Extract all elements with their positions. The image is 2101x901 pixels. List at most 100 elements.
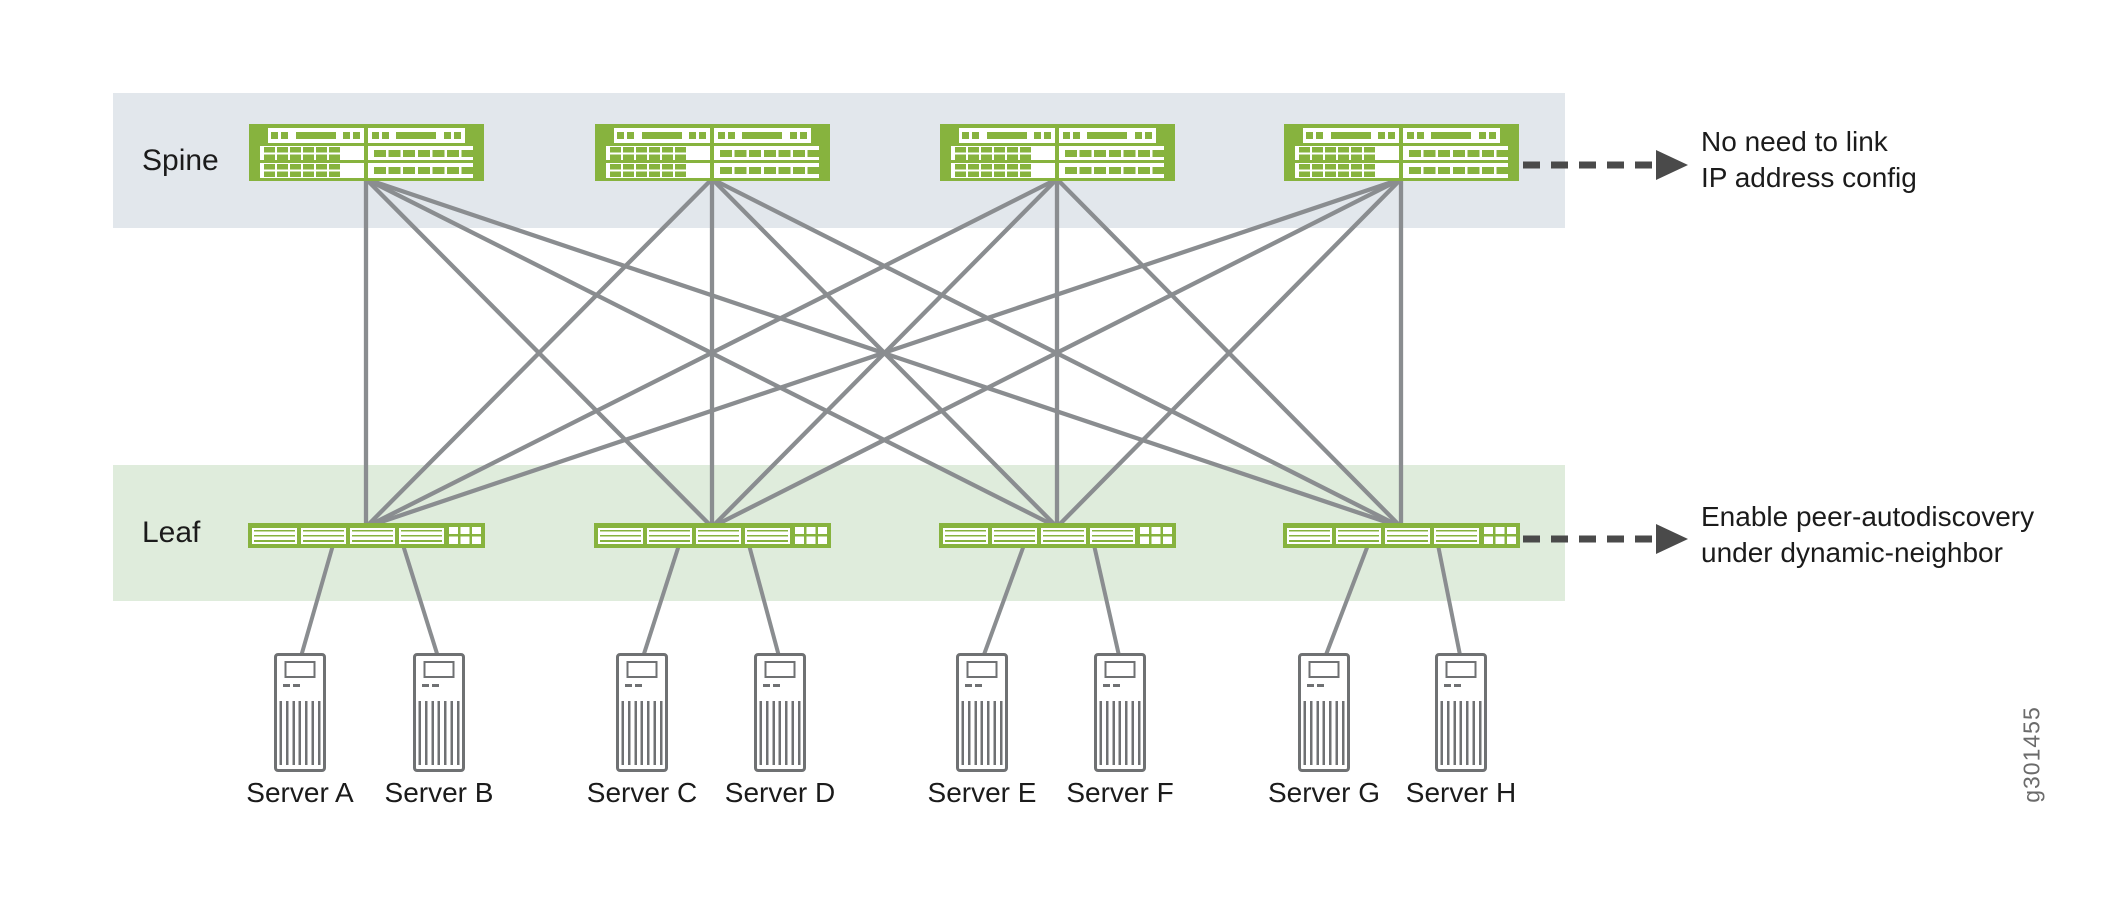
server-led — [1103, 684, 1110, 687]
leaf-port-group — [646, 527, 692, 544]
leaf-server-link — [980, 544, 1026, 661]
server-led — [1113, 684, 1120, 687]
server-drive-bay — [764, 661, 796, 678]
spine-port-panel — [714, 145, 819, 161]
leaf-port-group — [398, 527, 444, 544]
spine-switch-port-row — [259, 145, 473, 161]
spine-module-panel — [714, 128, 811, 143]
server-led — [1454, 684, 1461, 687]
spine-module-panel — [267, 128, 364, 143]
spine-switch-top-row — [958, 128, 1156, 143]
server-label: Server A — [246, 777, 354, 808]
leaf-port-group — [1040, 527, 1086, 544]
spine-switch-icon — [939, 124, 1175, 181]
spine-port-panel — [1294, 145, 1399, 161]
spine-port-panel — [259, 145, 364, 161]
leaf-port-group — [1433, 527, 1479, 544]
spine-port-panel — [950, 163, 1055, 179]
spine-leaf-link — [365, 177, 1058, 529]
server-drive-bay — [1104, 661, 1136, 678]
server-icon — [1094, 653, 1146, 772]
spine-switch-port-row — [950, 145, 1164, 161]
server-drive-bay — [284, 661, 316, 678]
server-vents — [279, 701, 321, 765]
spine-switch-port-row — [605, 145, 819, 161]
spine-port-panel — [1059, 145, 1164, 161]
leaf-port-group — [1286, 527, 1332, 544]
leaf-port-group — [349, 527, 395, 544]
leaf-server-link — [640, 544, 681, 661]
spine-port-panel — [605, 145, 710, 161]
annotation-arrow-head — [1656, 150, 1688, 180]
server-label: Server G — [1267, 777, 1381, 808]
spine-port-panel — [1294, 163, 1399, 179]
leaf-port-group — [695, 527, 741, 544]
leaf-server-link — [1322, 544, 1370, 661]
server-icon — [754, 653, 806, 772]
server-label: Server F — [1066, 777, 1174, 808]
spine-port-panel — [950, 145, 1055, 161]
server-vents — [1099, 701, 1141, 765]
leaf-server-link — [1436, 544, 1463, 661]
spine-switch-icon — [594, 124, 830, 181]
spine-switch-port-row — [605, 163, 819, 179]
server-icon — [956, 653, 1008, 772]
server-label: Server E — [927, 777, 1037, 808]
leaf-server-link — [401, 544, 441, 661]
leaf-annotation-line1: Enable peer-autodiscovery — [1701, 501, 2035, 532]
spine-port-panel — [368, 163, 473, 179]
leaf-uplink-ports — [448, 527, 481, 544]
leaf-port-group — [1335, 527, 1381, 544]
server-vents — [1440, 701, 1482, 765]
spine-module-panel — [1302, 128, 1399, 143]
spine-leaf-link — [711, 177, 1402, 529]
server-led — [293, 684, 300, 687]
spine-switch-port-row — [259, 163, 473, 179]
leaf-port-group — [251, 527, 297, 544]
server-icon — [274, 653, 326, 772]
server-vents — [418, 701, 460, 765]
server-vents — [621, 701, 663, 765]
leaf-switch-icon — [593, 523, 831, 548]
leaf-port-group — [1384, 527, 1430, 544]
figure-id-watermark: g301455 — [2018, 706, 2045, 803]
leaf-switch-icon — [938, 523, 1176, 548]
leaf-uplink-ports — [794, 527, 827, 544]
leaf-annotation-line2: under dynamic-neighbor — [1701, 537, 2003, 568]
server-led — [432, 684, 439, 687]
spine-tier-label: Spine — [142, 144, 219, 177]
server-label: Server B — [384, 777, 494, 808]
spine-switch-icon — [1283, 124, 1519, 181]
server-led — [1307, 684, 1314, 687]
server-drive-bay — [1308, 661, 1340, 678]
server-vents — [1303, 701, 1345, 765]
spine-switch-port-row — [950, 163, 1164, 179]
server-led — [1317, 684, 1324, 687]
spine-port-panel — [1403, 163, 1508, 179]
server-label: Server D — [724, 777, 836, 808]
leaf-tier-label: Leaf — [142, 516, 201, 549]
spine-module-panel — [1059, 128, 1156, 143]
leaf-port-group — [1089, 527, 1135, 544]
server-icon — [413, 653, 465, 772]
leaf-port-group — [597, 527, 643, 544]
spine-switch-port-row — [1294, 163, 1508, 179]
spine-switch-top-row — [613, 128, 811, 143]
spine-annotation: No need to link IP address config — [1701, 124, 1917, 196]
spine-annotation-line1: No need to link — [1701, 126, 1888, 157]
leaf-port-group — [991, 527, 1037, 544]
leaf-server-link — [1092, 544, 1122, 661]
leaf-server-link — [298, 544, 335, 661]
spine-port-panel — [605, 163, 710, 179]
spine-leaf-link — [365, 176, 1402, 530]
server-drive-bay — [423, 661, 455, 678]
leaf-port-group — [300, 527, 346, 544]
server-led — [422, 684, 429, 687]
spine-module-panel — [368, 128, 465, 143]
leaf-annotation: Enable peer-autodiscovery under dynamic-… — [1701, 499, 2034, 571]
spine-port-panel — [259, 163, 364, 179]
leaf-port-group — [942, 527, 988, 544]
server-drive-bay — [626, 661, 658, 678]
server-drive-bay — [1445, 661, 1477, 678]
